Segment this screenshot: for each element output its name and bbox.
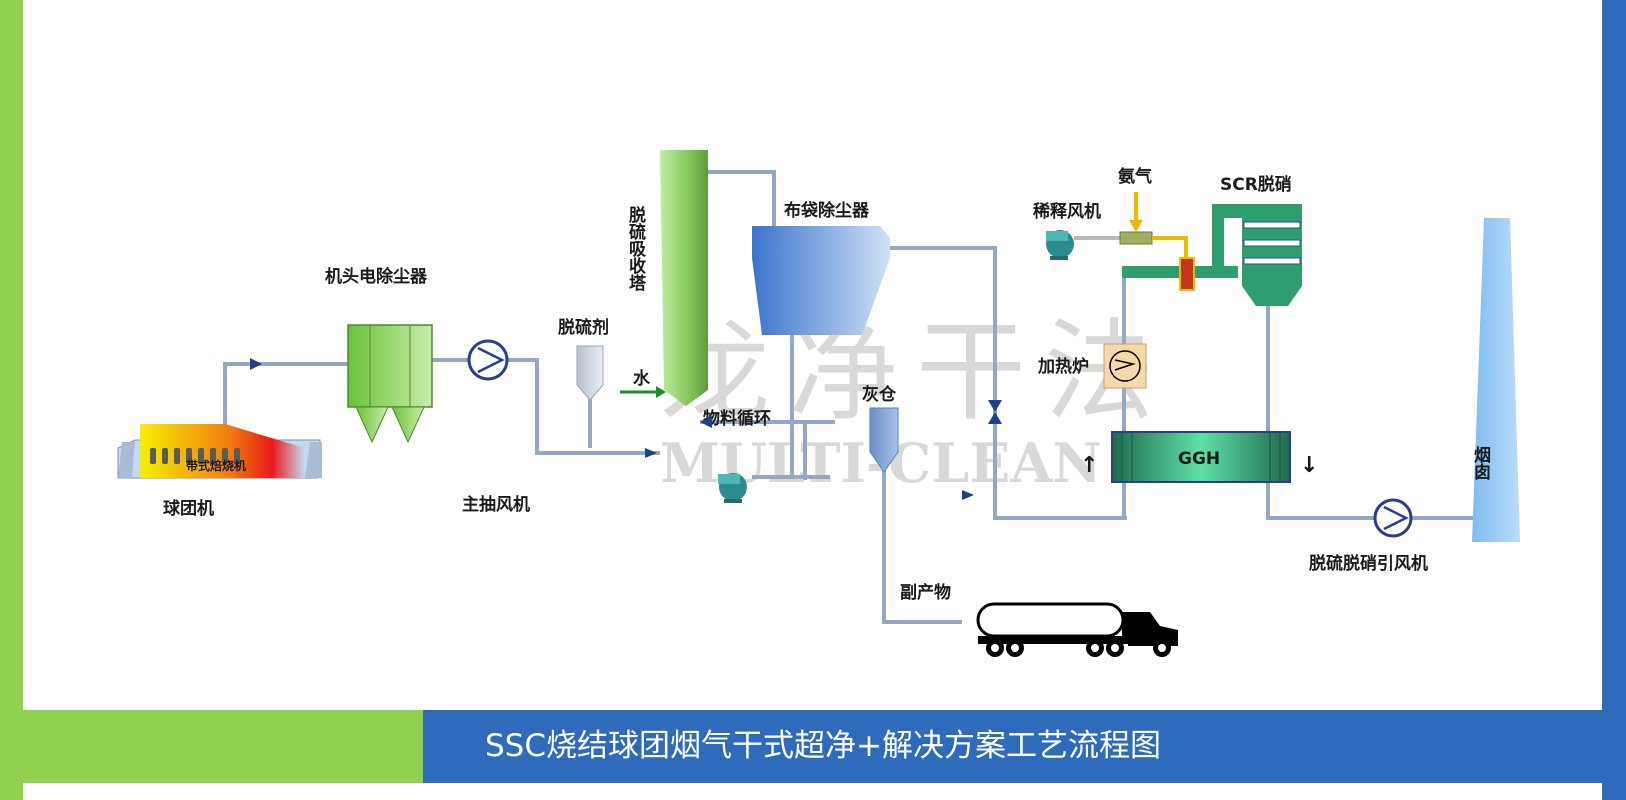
ammonia-mixer (1119, 231, 1153, 245)
ggh-exchanger (1111, 431, 1291, 483)
title-band: SSC烧结球团烟气干式超净+解决方案工艺流程图 (23, 710, 1602, 783)
label-absorber-tower: 脱硫吸收塔 (625, 205, 646, 292)
valve-icon (988, 400, 1002, 424)
title-green-block (23, 710, 423, 783)
watermark-chinese: 龙净干法 (660, 308, 1172, 436)
scr-reactor (1242, 204, 1302, 306)
main-fan-icon (467, 339, 509, 381)
label-heating-furnace: 加热炉 (1037, 356, 1089, 377)
label-head-esp: 机头电除尘器 (325, 266, 428, 287)
desulfurizer-hopper (576, 345, 604, 401)
label-ash-silo: 灰仓 (862, 384, 897, 405)
label-desulfurizer: 脱硫剂 (558, 317, 609, 338)
label-pellet-machine: 球团机 (163, 498, 214, 519)
ggh-arrow-up: ↑ (1080, 453, 1098, 478)
flow-arrow-3 (700, 416, 712, 428)
ggh-arrow-down: ↓ (1300, 453, 1318, 478)
label-main-fan: 主抽风机 (462, 494, 530, 515)
recycle-fan-icon (718, 473, 747, 503)
page-title: SSC烧结球团烟气干式超净+解决方案工艺流程图 (485, 728, 1161, 764)
ammonia-grid (1179, 257, 1195, 291)
label-dilution-fan: 稀释风机 (1033, 201, 1101, 222)
tanker-truck-icon (976, 602, 1178, 657)
water-arrow (656, 386, 666, 398)
heating-furnace-icon (1103, 343, 1147, 389)
label-ammonia: 氨气 (1118, 166, 1152, 187)
head-esp (347, 324, 433, 444)
bag-filter (752, 226, 890, 335)
title-blue-block (423, 710, 1602, 783)
induced-fan-icon (1373, 498, 1413, 538)
flow-arrow-4 (962, 490, 974, 500)
left-accent-bar (0, 0, 23, 800)
absorber-tower (660, 150, 708, 406)
ammonia-arrow (1129, 220, 1143, 232)
absorber-tower-text: 脱硫吸收塔 (625, 205, 646, 292)
chimney-text: 烟囱 (1470, 445, 1491, 481)
label-ggh: GGH (1178, 449, 1220, 469)
ash-silo (869, 407, 899, 473)
flow-arrow-1 (250, 358, 262, 370)
label-bag-filter: 布袋除尘器 (784, 200, 870, 221)
dilution-fan-icon (1046, 230, 1074, 260)
label-byproduct: 副产物 (900, 582, 951, 603)
label-scr: SCR脱硝 (1220, 174, 1292, 195)
label-induced-fan: 脱硫脱硝引风机 (1309, 553, 1428, 574)
flow-arrow-2 (645, 448, 657, 458)
label-chimney: 烟囱 (1470, 445, 1491, 481)
chimney (1472, 218, 1520, 542)
kiln-inner-label: 带式焙烧机 (186, 458, 246, 473)
pipe-network (223, 170, 1474, 624)
right-accent-bar (1602, 0, 1626, 800)
pellet-kiln: 带式焙烧机 (117, 424, 322, 479)
label-water: 水 (633, 368, 651, 389)
label-material-cycle: 物料循环 (703, 408, 771, 429)
